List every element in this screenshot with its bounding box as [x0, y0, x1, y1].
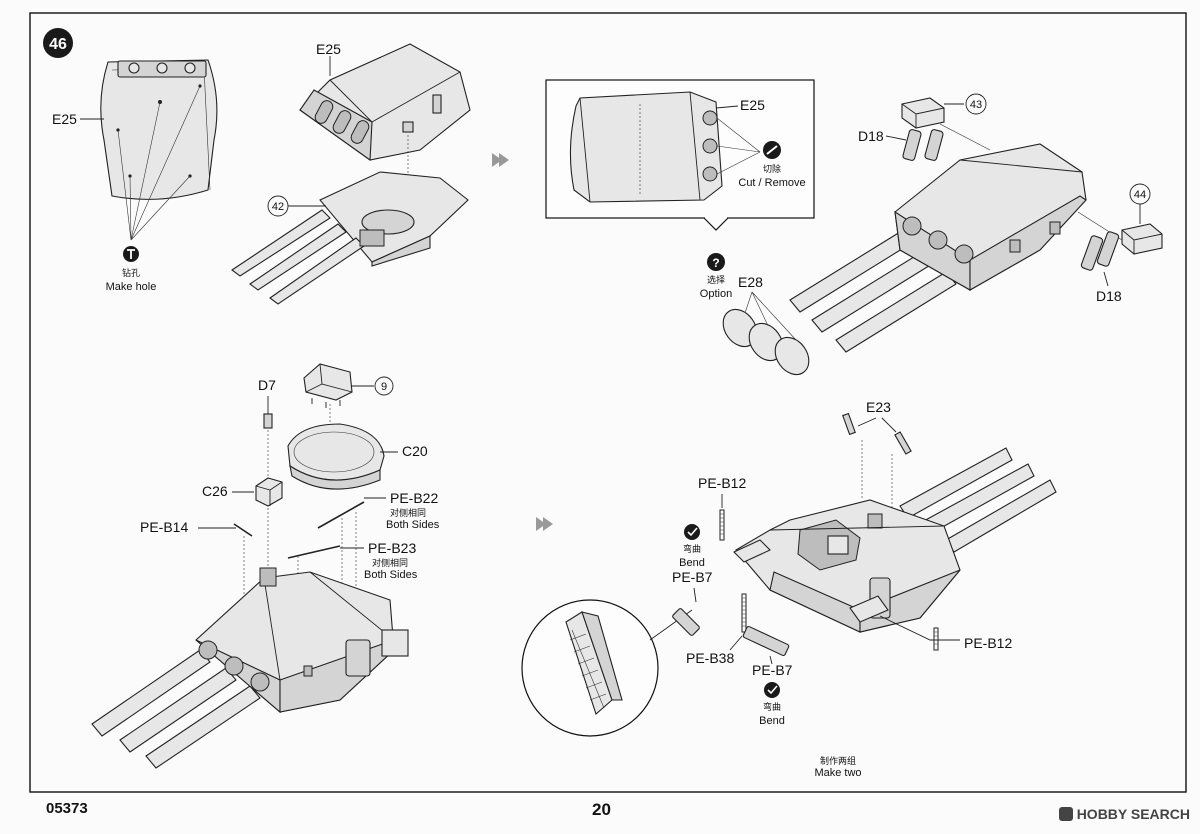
- page-border: [29, 12, 1187, 793]
- label-e25-top: E25: [316, 41, 341, 57]
- label-e25-inset: E25: [740, 97, 765, 113]
- pe-b38-ladder: [741, 593, 747, 633]
- svg-text:选择: 选择: [707, 274, 725, 286]
- make-hole-cn: 钻孔: [122, 267, 140, 279]
- svg-text:对侧相同: 对侧相同: [372, 557, 408, 569]
- label-pe-b12-top: PE-B12: [698, 475, 746, 491]
- cut-remove-label: Cut / Remove: [738, 177, 805, 189]
- callout-43: [965, 93, 987, 115]
- svg-text:44: 44: [1134, 189, 1146, 201]
- label-pe-b22: PE-B22: [390, 490, 438, 506]
- bottom-left-panel: D7 9 C20 C26: [91, 363, 440, 769]
- option-label: Option: [700, 288, 732, 300]
- svg-text:弯曲: 弯曲: [763, 701, 781, 713]
- label-pe-b12-right: PE-B12: [964, 635, 1012, 651]
- pe-b7-part-a: [672, 608, 700, 636]
- d18-ladders-right: [1080, 231, 1120, 271]
- step-arrow-bottom: [536, 517, 553, 531]
- label-c26: C26: [202, 483, 228, 499]
- svg-text:9: 9: [381, 381, 387, 393]
- callout-9: [374, 376, 394, 396]
- bend-icon-a: [684, 524, 700, 540]
- make-hole-label: Make hole: [106, 281, 157, 293]
- label-c20: C20: [402, 443, 428, 459]
- product-code: 05373: [46, 800, 88, 817]
- svg-text:43: 43: [970, 99, 982, 111]
- label-d18-top: D18: [858, 128, 884, 144]
- bend-label-a: Bend: [679, 557, 705, 569]
- part-44-box: [1121, 223, 1163, 255]
- top-right-panel: E25 切除 Cut / Remove ? 选择 Option E28: [545, 79, 1163, 376]
- cut-icon: [763, 141, 781, 159]
- pe-b7-part-b: [742, 625, 790, 657]
- watermark-text: HOBBY SEARCH: [1076, 806, 1190, 822]
- svg-text:制作两组: 制作两组: [820, 755, 856, 767]
- part-43-box: [901, 97, 945, 129]
- turret-housing-top: [299, 43, 471, 162]
- step-arrow-top: [492, 153, 509, 167]
- bend-label-b: Bend: [759, 715, 785, 727]
- drill-icon: [123, 246, 139, 262]
- label-pe-b14: PE-B14: [140, 519, 188, 535]
- bottom-right-panel: E23 PE-B12 弯曲 Bend PE-B7: [521, 399, 1057, 779]
- svg-text:对侧相同: 对侧相同: [390, 507, 426, 519]
- watermark: HOBBY SEARCH: [1058, 806, 1190, 822]
- label-pe-b7-a: PE-B7: [672, 569, 713, 585]
- e23-parts: [842, 412, 912, 455]
- hobby-search-logo-icon: [1058, 807, 1073, 821]
- svg-text:?: ?: [712, 256, 719, 270]
- label-e23: E23: [866, 399, 891, 415]
- turret-assembly-large: [789, 143, 1087, 353]
- label-e25: E25: [52, 111, 77, 127]
- pe-b12-ladder-right: [933, 627, 939, 651]
- label-e28: E28: [738, 274, 763, 290]
- e28-blast-bags: [722, 308, 810, 376]
- bend-icon-b: [764, 682, 780, 698]
- gun-cradle-part-9: [303, 363, 353, 408]
- turret-assembly-bottom-left: [91, 567, 409, 769]
- label-d7: D7: [258, 377, 276, 393]
- label-pe-b23: PE-B23: [368, 540, 416, 556]
- turret-assembly-bottom-right: [733, 447, 1057, 633]
- make-two-label: Make two: [814, 767, 861, 779]
- step-badge: 46: [43, 28, 73, 58]
- svg-text:切除: 切除: [763, 163, 781, 175]
- pe-b12-ladder-top: [719, 509, 725, 541]
- svg-text:弯曲: 弯曲: [683, 543, 701, 555]
- inset-turret-top: [569, 91, 723, 203]
- detail-magnifier: [521, 599, 693, 737]
- label-pe-b38: PE-B38: [686, 650, 734, 666]
- turret-base-with-guns: [231, 171, 469, 305]
- both-sides-note-2: Both Sides: [364, 569, 418, 581]
- c26-block: [255, 477, 283, 507]
- c20-barbette: [287, 423, 385, 490]
- page-number: 20: [592, 800, 611, 819]
- step-number: 46: [49, 36, 67, 53]
- label-d18-right: D18: [1096, 288, 1122, 304]
- d7-part: [263, 396, 273, 429]
- label-pe-b7-b: PE-B7: [752, 662, 793, 678]
- svg-text:42: 42: [272, 201, 284, 213]
- d18-ladders-top: [902, 129, 944, 161]
- question-icon: ?: [707, 253, 725, 271]
- top-left-panel: E25 钻孔 Make hole E25: [52, 41, 471, 305]
- both-sides-note-1: Both Sides: [386, 519, 440, 531]
